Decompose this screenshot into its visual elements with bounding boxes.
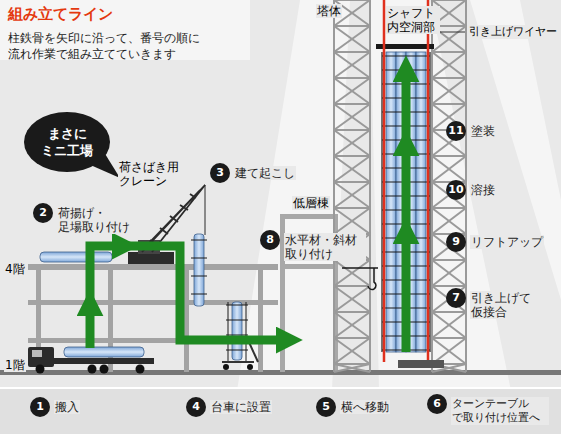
step: 11 塗装 xyxy=(446,121,496,141)
bottom-band xyxy=(0,388,561,434)
callout-number: 7 xyxy=(446,288,466,308)
part-label: シャフト 内空洞部 xyxy=(386,6,440,34)
tower-lattice xyxy=(334,0,466,372)
callout-number: 9 xyxy=(446,232,466,252)
step: 1 搬入 xyxy=(30,397,80,417)
steel-column xyxy=(40,252,112,262)
step: 3 建て起こし xyxy=(210,163,296,183)
step: 9 リフトアップ xyxy=(446,232,544,252)
scaffold xyxy=(191,240,207,294)
part-label: 4階 xyxy=(4,262,26,276)
callout-text: まさに ミニ工場 xyxy=(37,125,97,159)
callout-number: 10 xyxy=(446,180,466,200)
step: 7引き上げて 仮接合 xyxy=(446,288,552,319)
step: 4 台車に設置 xyxy=(186,397,272,417)
callout-number: 8 xyxy=(260,230,280,250)
truck xyxy=(28,347,154,374)
step-label: 塗装 xyxy=(470,124,496,138)
step-label: 溶接 xyxy=(470,183,496,197)
step-label: 横へ移動 xyxy=(340,400,390,414)
step-label: 搬入 xyxy=(54,400,80,414)
callout-number: 11 xyxy=(446,121,466,141)
callout-number: 2 xyxy=(33,203,53,223)
step: 6ターンテーブル で取り付け位置へ xyxy=(427,394,549,425)
callout-number: 3 xyxy=(210,163,230,183)
step: 8水平材・斜材 取り付け xyxy=(260,230,366,261)
hook xyxy=(342,268,378,289)
part-label: 1階 xyxy=(4,358,26,372)
step: 5 横へ移動 xyxy=(316,397,390,417)
steel-column xyxy=(194,234,204,306)
scaffold-cage xyxy=(382,52,430,352)
step-label: 引き上げて 仮接合 xyxy=(470,291,552,319)
part-label: 低層棟 xyxy=(292,196,330,210)
step: 10 溶接 xyxy=(446,180,496,200)
building-frame xyxy=(28,264,278,372)
callout-bubble: まさに ミニ工場 xyxy=(24,112,110,172)
callout-number: 6 xyxy=(427,394,447,414)
title: 組み立てライン xyxy=(8,5,113,24)
step-label: 水平材・斜材 取り付け xyxy=(284,233,366,261)
part-label: 引き上げワイヤー xyxy=(468,25,558,39)
callout-number: 5 xyxy=(316,397,336,417)
steel-column-shaft xyxy=(386,52,426,352)
part-label: 塔体 xyxy=(316,4,342,18)
turntable xyxy=(398,360,444,368)
part-label: 荷さばき用 クレーン xyxy=(118,160,186,188)
lifting-wire xyxy=(384,0,428,362)
callout-number: 1 xyxy=(30,397,50,417)
step: 2荷揚げ・ 足場取り付け xyxy=(33,203,151,234)
step-label: リフトアップ xyxy=(470,235,544,249)
step-label: 荷揚げ・ 足場取り付け xyxy=(57,206,151,234)
caption: 柱鉄骨を矢印に沿って、番号の順に 流れ作業で組み立てていきます xyxy=(8,30,248,62)
step-label: 台車に設置 xyxy=(210,400,272,414)
step-label: 建て起こし xyxy=(234,166,296,180)
callout-number: 4 xyxy=(186,397,206,417)
step-label: ターンテーブル で取り付け位置へ xyxy=(451,397,549,425)
bubble-shape xyxy=(24,112,110,172)
